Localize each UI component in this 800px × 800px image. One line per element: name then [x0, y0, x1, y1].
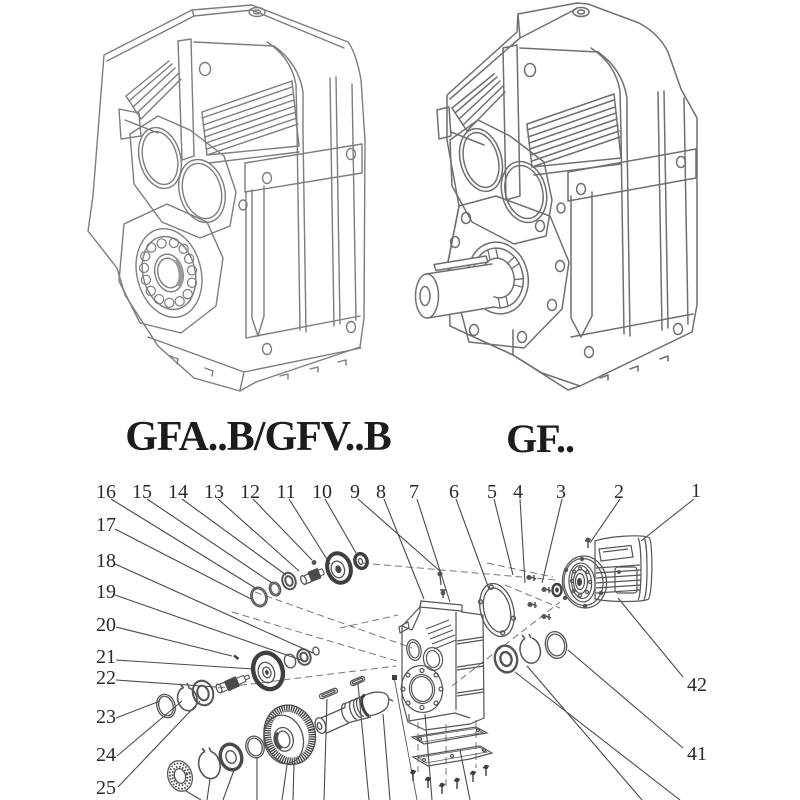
- svg-text:7: 7: [409, 481, 419, 503]
- svg-text:11: 11: [276, 481, 295, 503]
- svg-text:6: 6: [449, 481, 459, 503]
- svg-text:22: 22: [96, 667, 116, 689]
- svg-text:12: 12: [240, 481, 260, 503]
- svg-text:1: 1: [691, 480, 701, 502]
- svg-text:42: 42: [687, 674, 707, 696]
- svg-text:19: 19: [96, 581, 116, 603]
- svg-text:20: 20: [96, 614, 116, 636]
- svg-text:21: 21: [96, 646, 116, 668]
- svg-text:GF..: GF..: [506, 416, 574, 461]
- svg-text:16: 16: [96, 481, 116, 503]
- svg-text:23: 23: [96, 706, 116, 728]
- svg-text:GFA..B/GFV..B: GFA..B/GFV..B: [125, 414, 390, 460]
- svg-text:14: 14: [168, 481, 188, 503]
- svg-text:41: 41: [687, 743, 707, 765]
- svg-text:4: 4: [513, 481, 523, 503]
- svg-text:25: 25: [96, 777, 116, 799]
- svg-text:10: 10: [312, 481, 332, 503]
- svg-text:13: 13: [204, 481, 224, 503]
- svg-text:24: 24: [96, 744, 116, 766]
- svg-text:8: 8: [376, 481, 386, 503]
- svg-text:15: 15: [132, 481, 152, 503]
- svg-text:9: 9: [350, 481, 360, 503]
- svg-text:5: 5: [487, 481, 497, 503]
- svg-text:18: 18: [96, 550, 116, 572]
- svg-text:2: 2: [614, 481, 624, 503]
- svg-text:17: 17: [96, 514, 116, 536]
- svg-text:3: 3: [556, 481, 566, 503]
